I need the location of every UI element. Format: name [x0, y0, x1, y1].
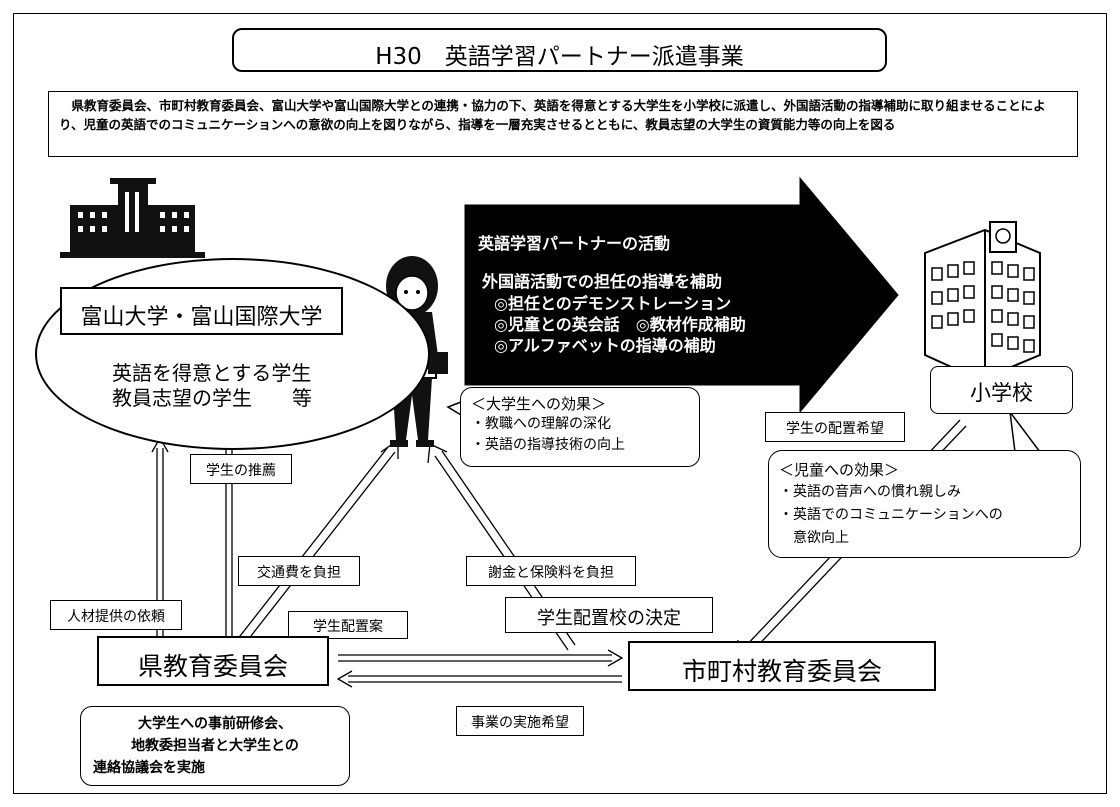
- intro-box: 県教育委員会、市町村教育委員会、富山大学や富山国際大学との連携・協力の下、英語を…: [48, 91, 1078, 157]
- school-building-icon: [924, 221, 1041, 382]
- label-decision: 学生配置校の決定: [505, 597, 713, 633]
- child-effect-bubble-tail: [1008, 409, 1041, 453]
- child-effects-item-3: 意欲向上: [779, 530, 849, 546]
- activity-line-2: ◎担任とのデモンストレーション: [494, 294, 732, 313]
- title-box: H30 英語学習パートナー派遣事業: [232, 28, 887, 72]
- student-effects-heading: ＜大学生への効果＞: [471, 395, 607, 413]
- training-line-3: 連絡協議会を実施: [93, 760, 205, 776]
- intro-text: 県教育委員会、市町村教育委員会、富山大学や富山国際大学との連携・協力の下、英語を…: [59, 98, 1046, 132]
- prefecture-board-box: 県教育委員会: [97, 636, 329, 686]
- municipal-board-label: 市町村教育委員会: [681, 657, 882, 686]
- activity-heading: 英語学習パートナーの活動: [478, 234, 671, 253]
- label-placement-plan: 学生配置案: [288, 611, 408, 639]
- arrow-municipal-to-prefecture: [336, 670, 622, 688]
- training-line-1: 大学生への事前研修会、: [138, 716, 292, 732]
- student-effects-item-1: ・教職への理解の深化: [471, 416, 611, 432]
- activity-arrow: [464, 176, 899, 414]
- municipal-board-box: 市町村教育委員会: [628, 641, 936, 691]
- student-effects-item-2: ・英語の指導技術の向上: [471, 437, 625, 453]
- child-effects-bubble: ＜児童への効果＞ ・英語の音声への慣れ親しみ ・英語でのコミュニケーションへの …: [768, 450, 1081, 558]
- label-recommend: 学生の推薦: [190, 454, 292, 484]
- arrow-prefecture-to-municipal: [338, 649, 624, 667]
- activity-line-3: ◎児童との英会話 ◎教材作成補助: [494, 315, 746, 334]
- child-effects-item-1: ・英語の音声への慣れ親しみ: [779, 484, 961, 500]
- child-effects-heading: ＜児童への効果＞: [779, 461, 900, 479]
- training-line-2: 地教委担当者と大学生との: [131, 738, 299, 754]
- label-fee: 謝金と保険料を負担: [466, 556, 636, 586]
- school-box: 小学校: [930, 366, 1073, 414]
- training-bubble: 大学生への事前研修会、 地教委担当者と大学生との 連絡協議会を実施: [80, 706, 350, 786]
- activity-line-4: ◎アルファベットの指導の補助: [494, 336, 716, 355]
- label-placement-wish: 学生の配置希望: [765, 412, 905, 442]
- university-building-icon: [60, 178, 205, 258]
- university-students-line1: 英語を得意とする学生: [112, 361, 312, 385]
- university-students-line2: 教員志望の学生 等: [112, 386, 312, 410]
- page-title: H30 英語学習パートナー派遣事業: [375, 44, 744, 70]
- university-name: 富山大学・富山国際大学: [80, 305, 323, 330]
- student-effect-bubble-tail: [446, 401, 462, 416]
- university-name-box: 富山大学・富山国際大学: [60, 287, 343, 335]
- label-implementation-wish: 事業の実施希望: [456, 706, 584, 736]
- label-transport: 交通費を負担: [238, 556, 360, 586]
- child-effects-item-2: ・英語でのコミュニケーションへの: [779, 507, 1003, 523]
- prefecture-board-label: 県教育委員会: [137, 652, 288, 681]
- activity-line-1: 外国語活動での担任の指導を補助: [482, 272, 723, 291]
- diagram-frame: [13, 13, 1107, 794]
- student-effects-bubble: ＜大学生への効果＞ ・教職への理解の深化 ・英語の指導技術の向上: [460, 387, 700, 467]
- school-name: 小学校: [970, 381, 1033, 405]
- label-request-staff: 人材提供の依頼: [50, 600, 182, 630]
